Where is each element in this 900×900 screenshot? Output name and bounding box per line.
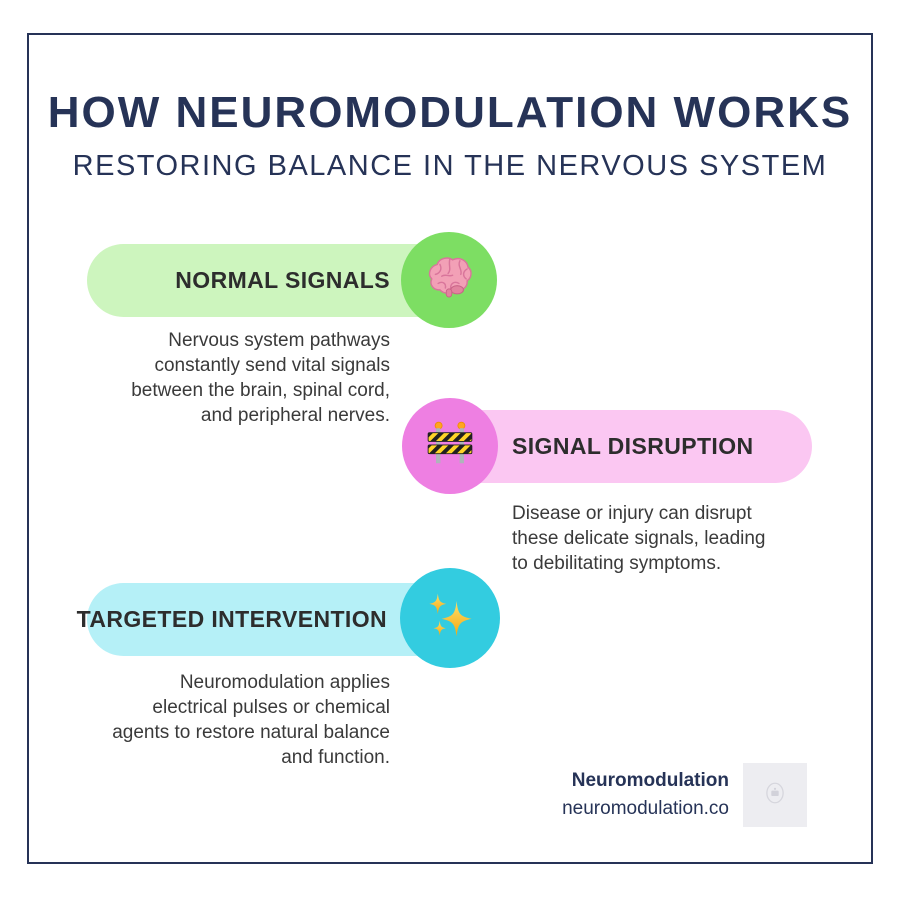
sparkles-icon xyxy=(420,586,480,651)
normal-signals-badge xyxy=(401,232,497,328)
signal-disruption-badge xyxy=(402,398,498,494)
signal-disruption-label: SIGNAL DISRUPTION xyxy=(512,433,754,459)
signal-disruption-description: Disease or injury can disrupt these deli… xyxy=(512,503,766,574)
targeted-intervention-label: TARGETED INTERVENTION xyxy=(76,606,387,632)
normal-signals-label: NORMAL SIGNALS xyxy=(175,267,390,293)
brain-icon xyxy=(420,249,478,312)
brand-name: Neuromodulation xyxy=(571,770,729,791)
image-placeholder-icon xyxy=(762,780,788,811)
website-url: neuromodulation.co xyxy=(562,798,729,819)
targeted-intervention-description: Neuromodulation applies electrical pulse… xyxy=(112,672,390,768)
footer-text: Neuromodulation neuromodulation.co xyxy=(562,767,729,823)
normal-signals-description: Nervous system pathways constantly send … xyxy=(131,330,390,426)
normal-signals-pill: NORMAL SIGNALS xyxy=(87,244,455,317)
border-frame xyxy=(27,33,873,864)
page-title: HOW NEUROMODULATION WORKS xyxy=(47,88,853,137)
page-subtitle: RESTORING BALANCE IN THE NERVOUS SYSTEM xyxy=(72,150,828,182)
signal-disruption-pill: SIGNAL DISRUPTION xyxy=(445,410,812,483)
construction-barrier-icon xyxy=(422,416,478,477)
targeted-intervention-badge xyxy=(400,568,500,668)
logo-placeholder xyxy=(743,763,807,827)
targeted-intervention-pill: TARGETED INTERVENTION xyxy=(77,583,455,656)
footer: Neuromodulation neuromodulation.co xyxy=(562,763,807,827)
